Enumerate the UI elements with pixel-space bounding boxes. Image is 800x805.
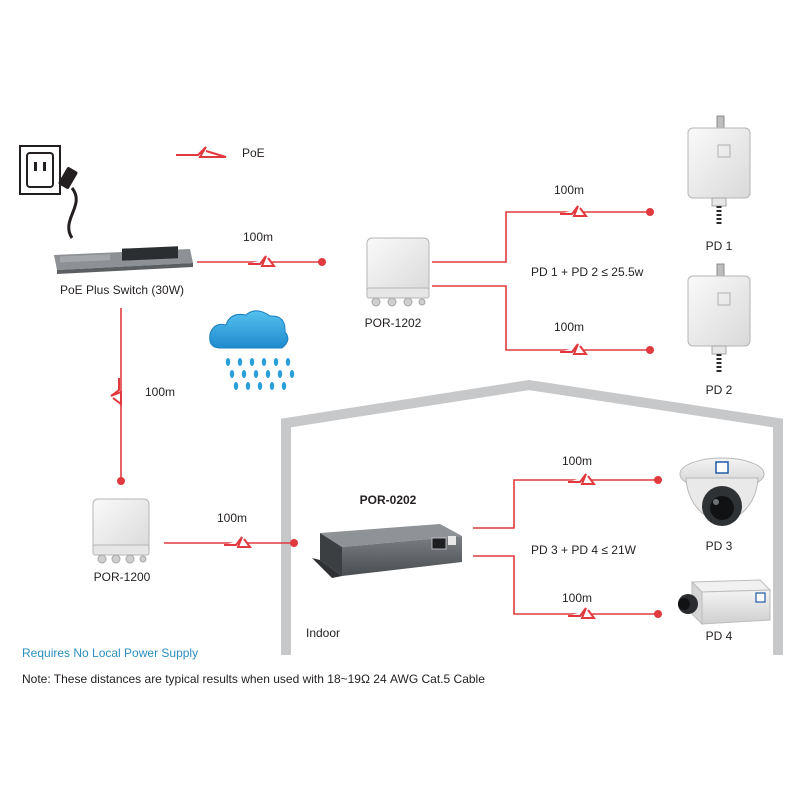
- por1200-device-icon: [92, 498, 150, 564]
- switch-label: PoE Plus Switch (30W): [59, 283, 185, 297]
- por0202-label: POR-0202: [359, 493, 417, 507]
- indoor-power-budget: PD 3 + PD 4 ≤ 21W: [531, 543, 636, 557]
- distance-label-por0202-pd3: 100m: [561, 454, 593, 468]
- poe-bolt-icon: [248, 255, 276, 267]
- indoor-zone-label: Indoor: [306, 626, 341, 640]
- poe-bolt-icon: [560, 343, 588, 355]
- pd1-device-icon: [687, 115, 751, 226]
- poe-bolt-icon: [568, 607, 596, 619]
- power-supply-note: Requires No Local Power Supply: [22, 646, 199, 660]
- pd4-label: PD 4: [705, 629, 733, 643]
- distance-label-por0202-pd4: 100m: [561, 591, 593, 605]
- cable-por1202-to-pd2: [432, 285, 650, 351]
- poe-bolt-icon: [224, 536, 252, 548]
- pd3-dome-camera-icon: [679, 457, 765, 526]
- power-outlet-icon: [19, 145, 61, 195]
- cable-end-dot: [654, 610, 662, 618]
- indoor-house-outline: [281, 379, 783, 655]
- por1202-label: POR-1202: [364, 316, 422, 330]
- distance-label-por1200-por0202: 100m: [216, 511, 248, 525]
- distance-label-por1202-pd2: 100m: [553, 320, 585, 334]
- poe-legend-bolt-icon: [176, 146, 227, 158]
- cable-por0202-to-pd4: [473, 555, 658, 615]
- cable-end-dot: [290, 539, 298, 547]
- por1200-label: POR-1200: [93, 570, 151, 584]
- outdoor-power-budget: PD 1 + PD 2 ≤ 25.5w: [531, 265, 644, 279]
- cable-end-dot: [318, 258, 326, 266]
- distance-label-switch-por1202: 100m: [242, 230, 274, 244]
- cable-end-dot: [646, 346, 654, 354]
- pd4-box-camera-icon: [678, 579, 772, 626]
- poe-bolt-icon: [568, 473, 596, 485]
- cable-por0202-to-pd3: [473, 479, 658, 529]
- cable-end-dot: [117, 477, 125, 485]
- distance-label-por1202-pd1: 100m: [553, 183, 585, 197]
- poe-bolt-icon: [110, 378, 122, 406]
- cable-por1202-to-pd1: [432, 211, 650, 263]
- pd2-device-icon: [687, 263, 751, 372]
- cable-end-dot: [654, 476, 662, 484]
- poe-plus-switch-icon: [54, 246, 193, 274]
- por1202-device-icon: [366, 237, 430, 307]
- power-plug-icon: [58, 167, 78, 239]
- pd2-label: PD 2: [705, 383, 733, 397]
- poe-bolt-icon: [560, 205, 588, 217]
- distance-note: Note: These distances are typical result…: [22, 672, 485, 686]
- cable-end-dot: [646, 208, 654, 216]
- pd3-label: PD 3: [705, 539, 733, 553]
- distance-label-switch-por1200: 100m: [145, 385, 176, 399]
- rain-cloud-icon: [209, 310, 295, 390]
- pd1-label: PD 1: [705, 239, 733, 253]
- poe-legend-label: PoE: [242, 146, 265, 160]
- por0202-device-icon: [312, 524, 462, 578]
